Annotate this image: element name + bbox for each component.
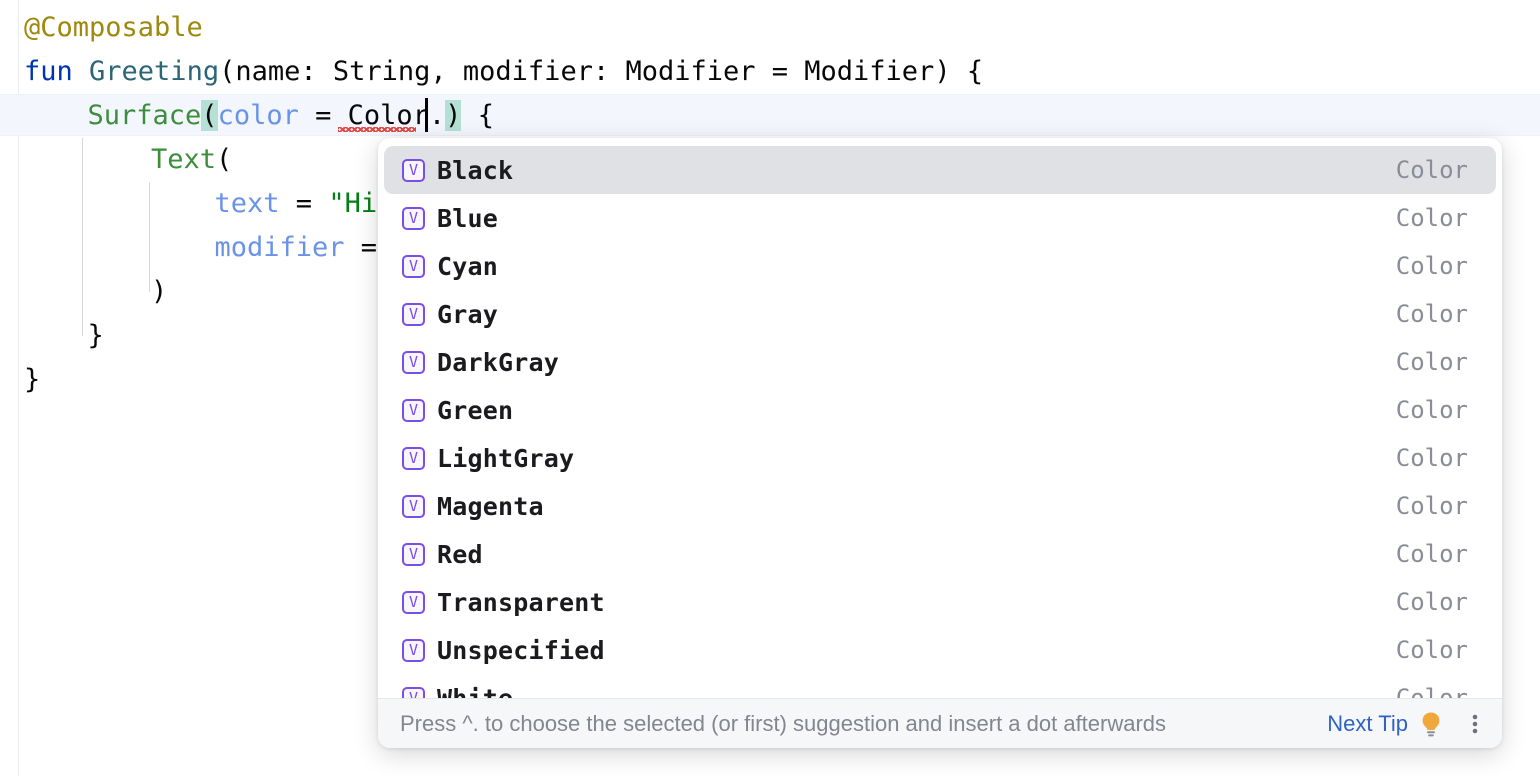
completion-item[interactable]: V LightGray Color bbox=[384, 434, 1496, 482]
indent-guide bbox=[149, 182, 150, 292]
code-token: { bbox=[461, 100, 494, 131]
variable-kind-icon: V bbox=[402, 158, 425, 182]
code-token: = bbox=[279, 188, 329, 219]
code-line: @Composable bbox=[24, 6, 203, 50]
completion-item-type: Color bbox=[1395, 540, 1468, 568]
completion-item-type: Color bbox=[1395, 300, 1468, 328]
completion-item-label: White bbox=[437, 683, 514, 699]
code-token: Color. bbox=[347, 100, 446, 131]
variable-kind-icon: V bbox=[402, 638, 425, 662]
completion-item-label: Red bbox=[437, 539, 483, 569]
code-line: } bbox=[88, 314, 104, 358]
completion-item[interactable]: V Unspecified Color bbox=[384, 626, 1496, 674]
completion-item-label: LightGray bbox=[437, 443, 575, 473]
lightbulb-icon[interactable] bbox=[1418, 710, 1444, 738]
completion-item-label: Green bbox=[437, 395, 514, 425]
current-line-highlight bbox=[0, 94, 1540, 136]
completion-item[interactable]: V Green Color bbox=[384, 386, 1496, 434]
variable-kind-icon: V bbox=[402, 302, 425, 326]
variable-kind-icon: V bbox=[402, 686, 425, 698]
variable-kind-icon: V bbox=[402, 254, 425, 278]
completion-item[interactable]: V Red Color bbox=[384, 530, 1496, 578]
next-tip-link[interactable]: Next Tip bbox=[1327, 710, 1408, 736]
completion-tip-bar: Press ^. to choose the selected (or firs… bbox=[378, 698, 1502, 748]
text-caret bbox=[425, 98, 428, 132]
code-line: modifier = bbox=[215, 226, 394, 270]
variable-kind-icon: V bbox=[402, 542, 425, 566]
variable-kind-icon: V bbox=[402, 446, 425, 470]
code-token: @Composable bbox=[24, 12, 203, 43]
code-token: color bbox=[217, 100, 299, 131]
completion-item[interactable]: V Blue Color bbox=[384, 194, 1496, 242]
code-line: ) bbox=[151, 270, 167, 314]
code-token: = bbox=[344, 232, 394, 263]
code-token: Text bbox=[151, 144, 217, 175]
completion-item[interactable]: V Black Color bbox=[384, 146, 1496, 194]
completion-item-type: Color bbox=[1395, 492, 1468, 520]
code-line: text = "Hi, bbox=[215, 182, 394, 226]
completion-item-label: Gray bbox=[437, 299, 499, 329]
code-token: (name: String, modifier: Modifier = Modi… bbox=[219, 56, 984, 87]
completion-item-type: Color bbox=[1395, 348, 1468, 376]
variable-kind-icon: V bbox=[402, 350, 425, 374]
completion-item-type: Color bbox=[1395, 204, 1468, 232]
completion-item[interactable]: V Gray Color bbox=[384, 290, 1496, 338]
completion-item[interactable]: V DarkGray Color bbox=[384, 338, 1496, 386]
kebab-menu-icon[interactable] bbox=[1462, 710, 1488, 738]
completion-item-label: Cyan bbox=[437, 251, 499, 281]
completion-item-type: Color bbox=[1395, 588, 1468, 616]
code-token: Surface bbox=[87, 100, 202, 131]
completion-item-type: Color bbox=[1395, 156, 1468, 184]
code-token: = bbox=[298, 100, 348, 131]
code-line: } bbox=[24, 358, 40, 402]
code-token: text bbox=[214, 188, 280, 219]
code-line: fun Greeting(name: String, modifier: Mod… bbox=[24, 50, 983, 94]
completion-item[interactable]: V Transparent Color bbox=[384, 578, 1496, 626]
gutter-divider bbox=[18, 0, 19, 776]
code-token: ( bbox=[201, 100, 218, 131]
completion-item-label: Blue bbox=[437, 203, 499, 233]
code-token: Greeting bbox=[89, 56, 220, 87]
error-squiggle bbox=[338, 127, 416, 132]
completion-item-label: Black bbox=[437, 155, 514, 185]
completion-item-type: Color bbox=[1395, 444, 1468, 472]
completion-item-type: Color bbox=[1395, 636, 1468, 664]
completion-item-label: Magenta bbox=[437, 491, 544, 521]
completion-item-type: Color bbox=[1395, 252, 1468, 280]
completion-item[interactable]: V Magenta Color bbox=[384, 482, 1496, 530]
completion-item[interactable]: V White Color bbox=[384, 674, 1496, 698]
code-line: Surface(color = Color.) { bbox=[88, 94, 494, 138]
variable-kind-icon: V bbox=[402, 590, 425, 614]
variable-kind-icon: V bbox=[402, 206, 425, 230]
indent-guide bbox=[82, 138, 83, 336]
code-token: ) bbox=[445, 100, 462, 131]
code-token: } bbox=[24, 364, 41, 395]
variable-kind-icon: V bbox=[402, 398, 425, 422]
completion-item-label: DarkGray bbox=[437, 347, 560, 377]
code-token: ) bbox=[151, 276, 168, 307]
completion-item-type: Color bbox=[1395, 396, 1468, 424]
variable-kind-icon: V bbox=[402, 494, 425, 518]
code-line: Text( bbox=[151, 138, 232, 182]
tip-text: Press ^. to choose the selected (or firs… bbox=[400, 710, 1167, 736]
completion-item[interactable]: V Cyan Color bbox=[384, 242, 1496, 290]
code-token: ( bbox=[216, 144, 233, 175]
code-token: fun bbox=[24, 56, 90, 87]
code-token: modifier bbox=[214, 232, 345, 263]
completion-item-label: Unspecified bbox=[437, 635, 605, 665]
completion-item-label: Transparent bbox=[437, 587, 605, 617]
completion-item-type: Color bbox=[1395, 684, 1468, 698]
code-token: } bbox=[87, 320, 104, 351]
